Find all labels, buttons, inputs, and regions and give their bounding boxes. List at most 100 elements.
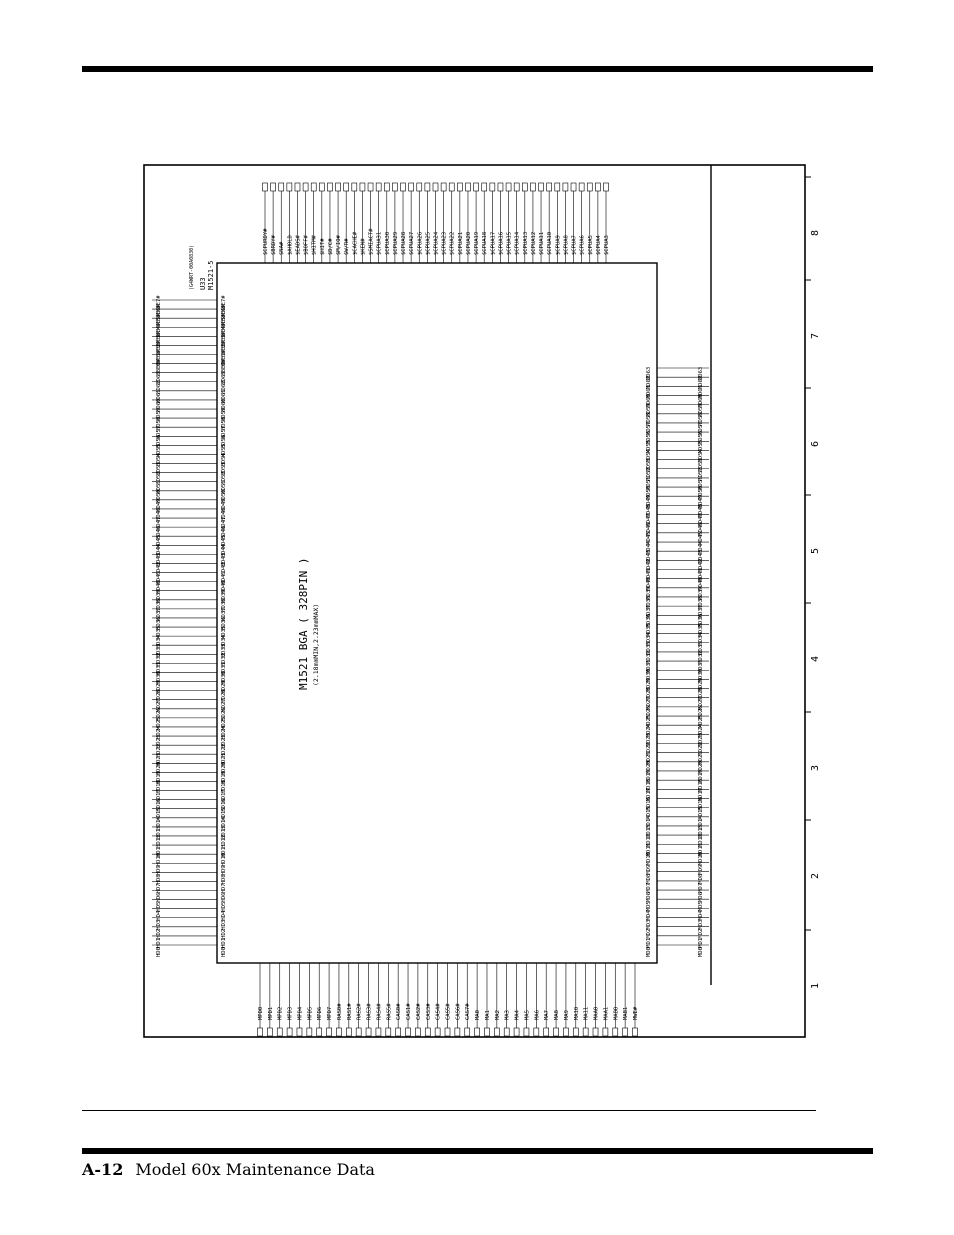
right-pin-label: MD50 [646,486,652,499]
top-pin-label: $CPUA30 [385,232,391,255]
top-connector [505,182,512,192]
left-net-label: HD49 [156,499,162,512]
left-pin-label: HD59 [221,408,227,421]
bottom-connector [503,1027,510,1037]
right-net-label: MD1 [698,938,704,948]
bottom-connector [444,1027,451,1037]
right-net-label: MD36 [698,614,704,627]
bottom-connector [543,1027,549,1037]
left-net-label: HD43 [156,553,162,566]
left-pin-label: HD16 [221,798,227,811]
bottom-pin-label: MPD4 [297,1006,303,1020]
top-pin-label: $W/R# [344,238,350,255]
border-tick-number: 1 [810,983,821,989]
right-net-label: MD46 [698,522,704,535]
left-pin-label: HBE4# [221,322,227,339]
top-connector [327,182,333,192]
bottom-connector [494,1027,500,1037]
right-pin-label: MD1 [646,938,652,948]
bottom-pin-label: MWE# [633,1006,639,1020]
top-pin-label: $CPUA10 [547,232,553,255]
right-net-label: MD51 [698,477,704,490]
left-pin-label: HD60 [221,399,227,412]
left-pin-label: HBE6# [221,304,227,321]
bottom-pin-label: MPD0 [258,1007,264,1020]
bottom-connector [316,1027,323,1037]
bottom-pin-label: MA11 [584,1007,590,1020]
left-net-label: HD2 [156,929,162,939]
bottom-connector [415,1027,421,1037]
left-net-label: HD5 [156,902,162,912]
bottom-connector [454,1027,461,1037]
top-pin-label: $CPUA27 [409,232,415,255]
right-net-label: MD13 [698,825,704,838]
bottom-connector [296,1027,303,1037]
left-pin-label: HD11 [221,844,227,857]
border-tick-number: 5 [810,548,821,554]
right-net-label: MD35 [698,623,704,636]
left-pin-label: HD61 [221,390,227,403]
left-pin-label: HD14 [221,816,227,830]
top-pin-label: $CPUA8 [563,235,569,255]
bottom-pin-label: MA4 [515,1009,521,1020]
right-net-label: MD42 [698,559,704,572]
bottom-connector [484,1027,490,1037]
top-connector [513,182,520,192]
bottom-connector [632,1027,638,1037]
border-tick-number: 4 [810,656,821,662]
top-connector [310,182,317,192]
left-net-label: HD32 [156,653,162,666]
right-net-label: MD5 [698,901,704,911]
bottom-connector [267,1027,273,1037]
left-net-label: HD36 [156,617,162,630]
top-pin-label: $CPUA12 [531,232,537,255]
top-connector [400,182,406,192]
top-pin-label: $HITM# [312,234,318,255]
bottom-pin-label: RAS5# [386,1003,392,1020]
top-pin-label: $M/IO# [336,234,342,255]
left-pin-label: HD0 [221,947,227,957]
right-net-label: MD63 [698,367,704,380]
bottom-connector [405,1027,411,1037]
right-net-label: MD33 [698,642,704,655]
bottom-pin-label: MAB0 [613,1007,619,1020]
right-pin-label: MD20 [646,761,652,774]
top-pin-label: $BOFF# [304,234,310,255]
top-pin-label: $BRDY# [271,234,277,255]
right-pin-label: MD45 [646,532,652,545]
bottom-pin-label: MAB1 [623,1007,629,1020]
left-net-label: HD28 [156,689,162,702]
right-pin-label: MD0 [646,947,652,957]
right-pin-label: MD12 [646,834,652,847]
left-net-label: HD35 [156,626,162,639]
bottom-pin-label: MPD1 [268,1007,274,1020]
right-pin-label: MD28 [646,687,652,700]
left-pin-label: HD42 [221,562,227,575]
right-net-label: MD58 [698,413,704,426]
top-pin-label: $CPUA5 [588,235,594,255]
left-net-label: HD50 [156,490,162,503]
left-net-label: HD19 [156,771,162,784]
border-tick-number: 8 [810,230,821,236]
top-pin-label: $CPUA28 [401,232,407,255]
right-net-label: MD20 [698,761,704,774]
left-net-label: HD17 [156,789,162,802]
top-pin-label: $CPUA17 [490,232,496,255]
left-net-label: HD60 [156,399,162,412]
left-net-label: HD18 [156,780,162,793]
bottom-pin-label: MA9 [564,1010,570,1020]
left-net-label: HD41 [156,571,162,584]
left-net-label: HD54 [156,453,162,467]
left-net-label: HD7 [156,883,162,893]
top-connector [383,182,390,192]
left-net-label: HD62 [156,381,162,394]
top-pin-label: $CPUA7 [572,235,578,255]
bottom-connector [257,1027,263,1037]
bottom-pin-label: RAS4# [376,1003,382,1020]
right-pin-label: MD53 [646,458,652,471]
bottom-connector [553,1027,559,1037]
right-pin-label: MD5 [646,901,652,911]
left-net-label: HD3 [156,920,162,930]
left-pin-label: HD33 [221,644,227,657]
right-pin-label: MD6 [646,892,652,902]
